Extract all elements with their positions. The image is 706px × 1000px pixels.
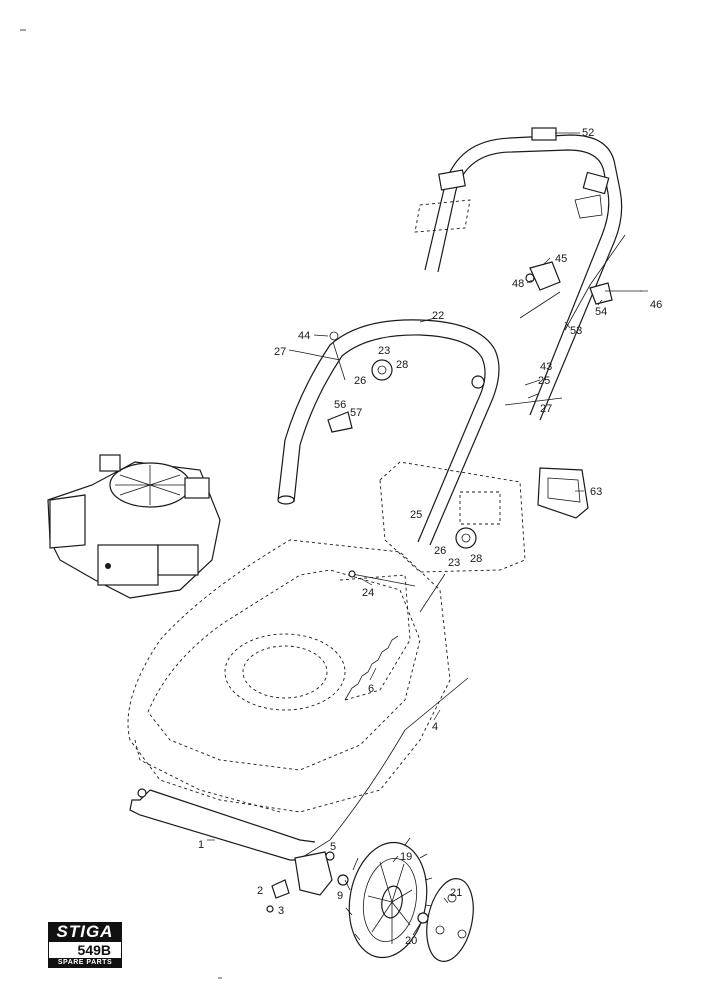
part-number-43: 43 [540,361,552,373]
part-number-44: 44 [298,330,310,342]
spare-parts-caption: SPARE PARTS [48,958,122,968]
part-number-52: 52 [582,127,594,139]
screw-3 [266,905,274,913]
stiga-logo: STIGA 549B SPARE PARTS [48,922,122,970]
middle-handle [277,319,563,546]
bracket-56 [327,411,353,433]
leader-lines [207,132,648,936]
part-number-57: 57 [350,407,362,419]
part-number-54: 54 [595,306,607,318]
part-number-25: 25 [538,375,550,387]
part-number-9: 9 [337,890,343,902]
part-number-1: 1 [198,839,204,851]
part-number-24: 24 [362,587,374,599]
clip-2 [271,879,290,899]
part-number-27: 27 [274,346,286,358]
part-number-26: 26 [434,545,446,557]
part-number-48: 48 [512,278,524,290]
part-number-5: 5 [330,841,336,853]
fuel-cap [99,454,121,472]
part-number-53: 53 [570,325,582,337]
control-lever [529,261,561,291]
rear-axle [129,788,316,861]
part-number-6: 6 [368,683,374,695]
cable-clamp [589,282,613,305]
mower-deck [127,539,451,813]
part-number-19: 19 [400,851,412,863]
engine [47,454,221,599]
nut-5 [325,851,335,861]
upper-handle [414,127,623,421]
part-number-28: 28 [396,359,408,371]
part-number-28: 28 [470,553,482,565]
part-number-27: 27 [540,403,552,415]
control-lever-assembly [519,234,642,331]
hub-cap [417,878,474,962]
part-number-46: 46 [650,299,662,311]
part-number-3: 3 [278,905,284,917]
handle-knob-upper [371,359,393,381]
brand-name: STIGA [48,922,122,942]
handle-grip-right [582,171,610,195]
handle-grip-left [438,169,466,191]
part-number-25: 25 [410,509,422,521]
drive-cable [297,677,469,861]
washer-9 [337,874,349,886]
wheel-bracket [266,851,349,913]
part-number-23: 23 [378,345,390,357]
rear-wheel [344,837,433,959]
part-number-63: 63 [590,486,602,498]
part-number-20: 20 [405,935,417,947]
handle-knob-lower [455,527,477,549]
part-number-4: 4 [432,721,438,733]
handle-clip [531,127,557,141]
model-number: 549B [48,942,122,958]
part-number-21: 21 [450,887,462,899]
part-number-2: 2 [257,885,263,897]
part-number-26: 26 [354,375,366,387]
rear-frame [379,461,526,573]
part-number-56: 56 [334,399,346,411]
rear-flap [537,467,589,519]
part-number-23: 23 [448,557,460,569]
part-number-45: 45 [555,253,567,265]
hub-screw-20 [417,912,429,924]
part-number-22: 22 [432,310,444,322]
tension-spring [344,570,416,701]
